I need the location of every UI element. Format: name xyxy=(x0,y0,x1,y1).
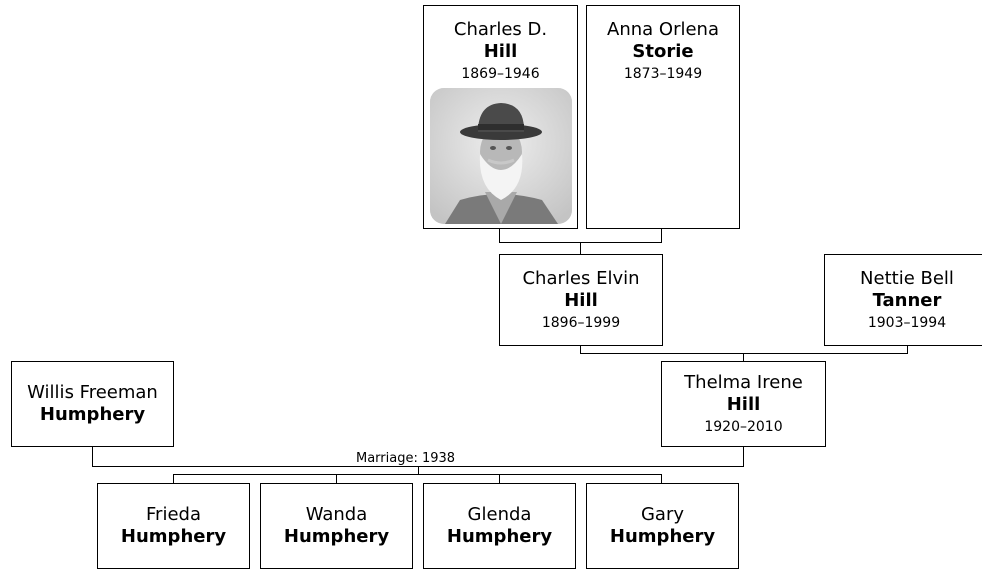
person-box-glenda-humphery[interactable]: Glenda Humphery xyxy=(423,483,576,569)
given-name: Nettie Bell xyxy=(860,268,954,289)
person-box-charles-elvin-hill[interactable]: Charles Elvin Hill 1896–1999 xyxy=(499,254,663,346)
connector-line xyxy=(661,474,662,483)
surname: Humphery xyxy=(120,526,227,547)
connector-line xyxy=(173,474,662,475)
person-box-willis-freeman-humphery[interactable]: Willis Freeman Humphery xyxy=(11,361,174,447)
surname: Humphery xyxy=(283,526,390,547)
marriage-label: Marriage: 1938 xyxy=(355,451,457,466)
connector-line xyxy=(336,474,337,483)
person-box-anna-orlena-storie[interactable]: Anna Orlena Storie 1873–1949 xyxy=(586,5,740,229)
given-name: Willis Freeman xyxy=(27,382,158,403)
person-box-charles-d-hill[interactable]: Charles D. Hill 1869–1946 xyxy=(423,5,578,229)
surname: Humphery xyxy=(609,526,716,547)
surname: Hill xyxy=(564,290,598,311)
connector-line xyxy=(418,466,419,475)
person-box-frieda-humphery[interactable]: Frieda Humphery xyxy=(97,483,250,569)
given-name: Glenda xyxy=(467,504,532,525)
connector-line xyxy=(580,242,581,254)
connector-line xyxy=(92,446,93,467)
surname: Humphery xyxy=(39,404,146,425)
given-name: Gary xyxy=(640,504,685,525)
given-name: Charles Elvin xyxy=(522,268,640,289)
connector-line xyxy=(499,474,500,483)
life-years: 1920–2010 xyxy=(704,419,783,435)
given-name: Frieda xyxy=(146,504,201,525)
life-years: 1873–1949 xyxy=(623,66,703,82)
connector-line xyxy=(499,228,500,243)
life-years: 1896–1999 xyxy=(541,315,621,331)
person-box-gary-humphery[interactable]: Gary Humphery xyxy=(586,483,739,569)
connector-line xyxy=(743,446,744,467)
life-years: 1869–1946 xyxy=(461,66,540,82)
given-name: Charles D. xyxy=(453,19,548,40)
person-box-nettie-bell-tanner[interactable]: Nettie Bell Tanner 1903–1994 xyxy=(824,254,982,346)
surname: Hill xyxy=(483,41,518,62)
given-name: Wanda xyxy=(305,504,368,525)
connector-line xyxy=(173,474,174,483)
surname: Hill xyxy=(726,394,761,415)
surname: Tanner xyxy=(872,290,942,311)
person-box-wanda-humphery[interactable]: Wanda Humphery xyxy=(260,483,413,569)
connector-line xyxy=(661,228,662,243)
connector-line xyxy=(580,353,908,354)
given-name: Thelma Irene xyxy=(684,372,803,393)
connector-line xyxy=(580,345,581,354)
connector-line xyxy=(743,353,744,361)
life-years: 1903–1994 xyxy=(867,315,947,331)
connector-line xyxy=(907,345,908,354)
surname: Storie xyxy=(632,41,694,62)
surname: Humphery xyxy=(446,526,553,547)
person-box-thelma-irene-hill[interactable]: Thelma Irene Hill 1920–2010 xyxy=(661,361,826,447)
portrait-photo xyxy=(430,88,572,224)
given-name: Anna Orlena xyxy=(607,19,719,40)
